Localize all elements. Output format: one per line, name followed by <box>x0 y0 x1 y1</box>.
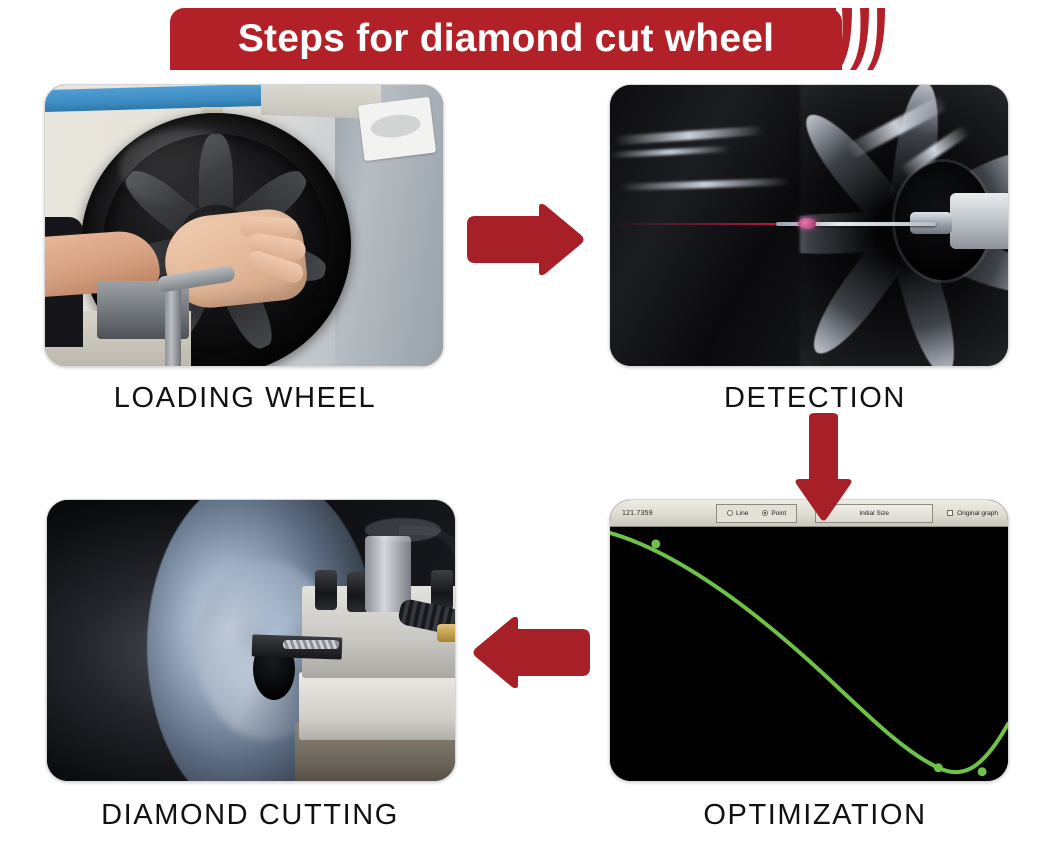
plot-mode-radio-group[interactable]: Line Point <box>716 503 798 523</box>
curve-marker-point <box>977 767 987 777</box>
machine-tag <box>201 107 223 116</box>
radio-point-label: Point <box>771 509 787 517</box>
arrow-detection-to-optimization <box>795 413 852 521</box>
radio-line[interactable]: Line <box>727 510 748 517</box>
radio-point[interactable]: Point <box>762 510 786 517</box>
loading-wheel-photo <box>45 85 443 366</box>
step-image-detection <box>609 84 1009 367</box>
step-image-optimization: 121.7359 Line Point Initial Size Origina… <box>609 499 1009 782</box>
caption-optimization: OPTIMIZATION <box>703 799 927 831</box>
plot-background <box>610 527 1008 781</box>
radio-line-label: Line <box>736 509 749 517</box>
curve-marker-point <box>651 539 661 549</box>
probe-holder <box>950 193 1008 249</box>
initial-size-button[interactable]: Initial Size <box>815 503 934 523</box>
arrow-optimization-to-cutting <box>473 616 590 689</box>
chuck-key-shaft <box>165 281 181 366</box>
video-watermark <box>365 518 441 542</box>
software-toolbar: 121.7359 Line Point Initial Size Origina… <box>610 500 1008 527</box>
detection-photo <box>610 85 1008 366</box>
scan-profile-curve <box>610 530 1008 775</box>
checkbox-icon <box>947 510 954 516</box>
page-title: Steps for diamond cut wheel <box>237 16 775 60</box>
caption-loading-wheel: LOADING WHEEL <box>113 382 377 414</box>
original-graph-checkbox[interactable]: Original graph <box>947 510 998 517</box>
coolant-hose <box>399 526 455 580</box>
title-banner: Steps for diamond cut wheel <box>170 8 890 70</box>
banner-background: Steps for diamond cut wheel <box>170 8 842 70</box>
radio-dot-selected-icon <box>762 510 769 516</box>
diamond-cutting-photo <box>47 500 455 781</box>
tool-post-lower <box>299 672 455 740</box>
brass-fitting <box>437 624 455 642</box>
probe-stylus-shaft <box>776 222 936 226</box>
coordinate-readout: 121.7359 <box>622 509 653 517</box>
step-image-loading-wheel <box>44 84 444 367</box>
original-graph-label: Original graph <box>957 509 998 517</box>
arrow-loading-to-detection <box>467 203 584 276</box>
step-image-diamond-cutting <box>46 499 456 782</box>
optimization-software-screen: 121.7359 Line Point Initial Size Origina… <box>610 500 1008 781</box>
probe-ruby-tip <box>798 218 816 229</box>
radio-dot-icon <box>727 510 734 516</box>
profile-curve-plot[interactable] <box>610 527 1008 782</box>
laser-line <box>610 223 790 225</box>
caption-diamond-cutting: DIAMOND CUTTING <box>101 799 399 831</box>
blurred-foreground-mass <box>610 85 800 366</box>
machine-label-plate <box>357 96 437 162</box>
diamond-cutting-edge <box>283 640 339 649</box>
caption-detection: DETECTION <box>724 382 906 414</box>
curve-marker-point <box>933 763 943 773</box>
